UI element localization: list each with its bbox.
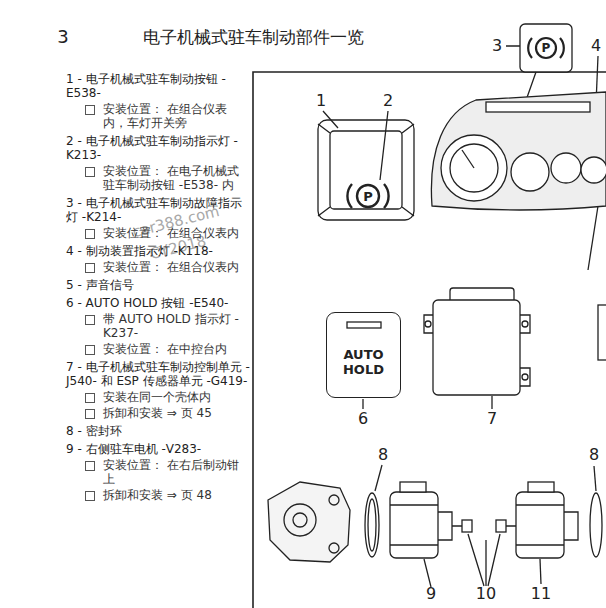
parking-symbol: P [363,190,373,203]
callout-number: 6 [358,411,368,427]
callout-number: 10 [476,586,496,602]
part-entry: 9 - 右侧驻车电机 -V283- [66,442,250,456]
page-title: 电子机械式驻车制动部件一览 [143,26,364,49]
part-note: 安装位置： 在组合仪表内，车灯开关旁 [66,102,250,130]
part-entry: 3 - 电子机械式驻车制动故障指示灯 -K214- [66,196,250,224]
part-entry: 6 - AUTO HOLD 按钮 -E540- [66,296,250,310]
part-note: 安装位置： 在组合仪表内 [66,260,250,274]
part-note: 安装位置： 在电子机械式驻车制动按钮 -E538- 内 [66,164,250,192]
component-list: 1 - 电子机械式驻车制动按钮 -E538-安装位置： 在组合仪表内，车灯开关旁… [66,68,250,502]
part-note: 带 AUTO HOLD 指示灯 -K237- [66,312,250,340]
callout-number: 4 [591,38,601,54]
part-entry: 1 - 电子机械式驻车制动按钮 -E538- [66,72,250,100]
part-note: 安装位置： 在组合仪表内 [66,226,250,240]
callout-number: 3 [492,38,502,54]
part-note: 安装在同一个壳体内 [66,390,250,404]
callout-number: 8 [378,447,388,463]
part-entry: 4 - 制动装置指示灯 -K118- [66,244,250,258]
part-entry: 5 - 声音信号 [66,278,250,292]
part-entry: 2 - 电子机械式驻车制动指示灯 -K213- [66,134,250,162]
callout-number: 8 [589,447,599,463]
part-entry: 7 - 电子机械式驻车制动控制单元 -J540- 和 ESP 传感器单元 -G4… [66,360,250,388]
callout-number: 9 [426,586,436,602]
part-note: 拆卸和安装 ⇒ 页 48 [66,488,250,502]
part-note: 拆卸和安装 ⇒ 页 45 [66,406,250,420]
auto-hold-button: AUTO HOLD [326,312,401,398]
part-note: 安装位置： 在右后制动钳上 [66,458,250,486]
callout-number: 11 [531,586,551,602]
part-entry: 8 - 密封环 [66,424,250,438]
callout-number: 1 [316,93,326,109]
button-label: AUTO HOLD [338,347,390,377]
parking-symbol: P [542,42,551,54]
callout-number: 7 [487,411,497,427]
part-note: 安装位置： 在中控台内 [66,342,250,356]
section-number: 3 [57,28,68,46]
callout-number: 2 [383,93,393,109]
